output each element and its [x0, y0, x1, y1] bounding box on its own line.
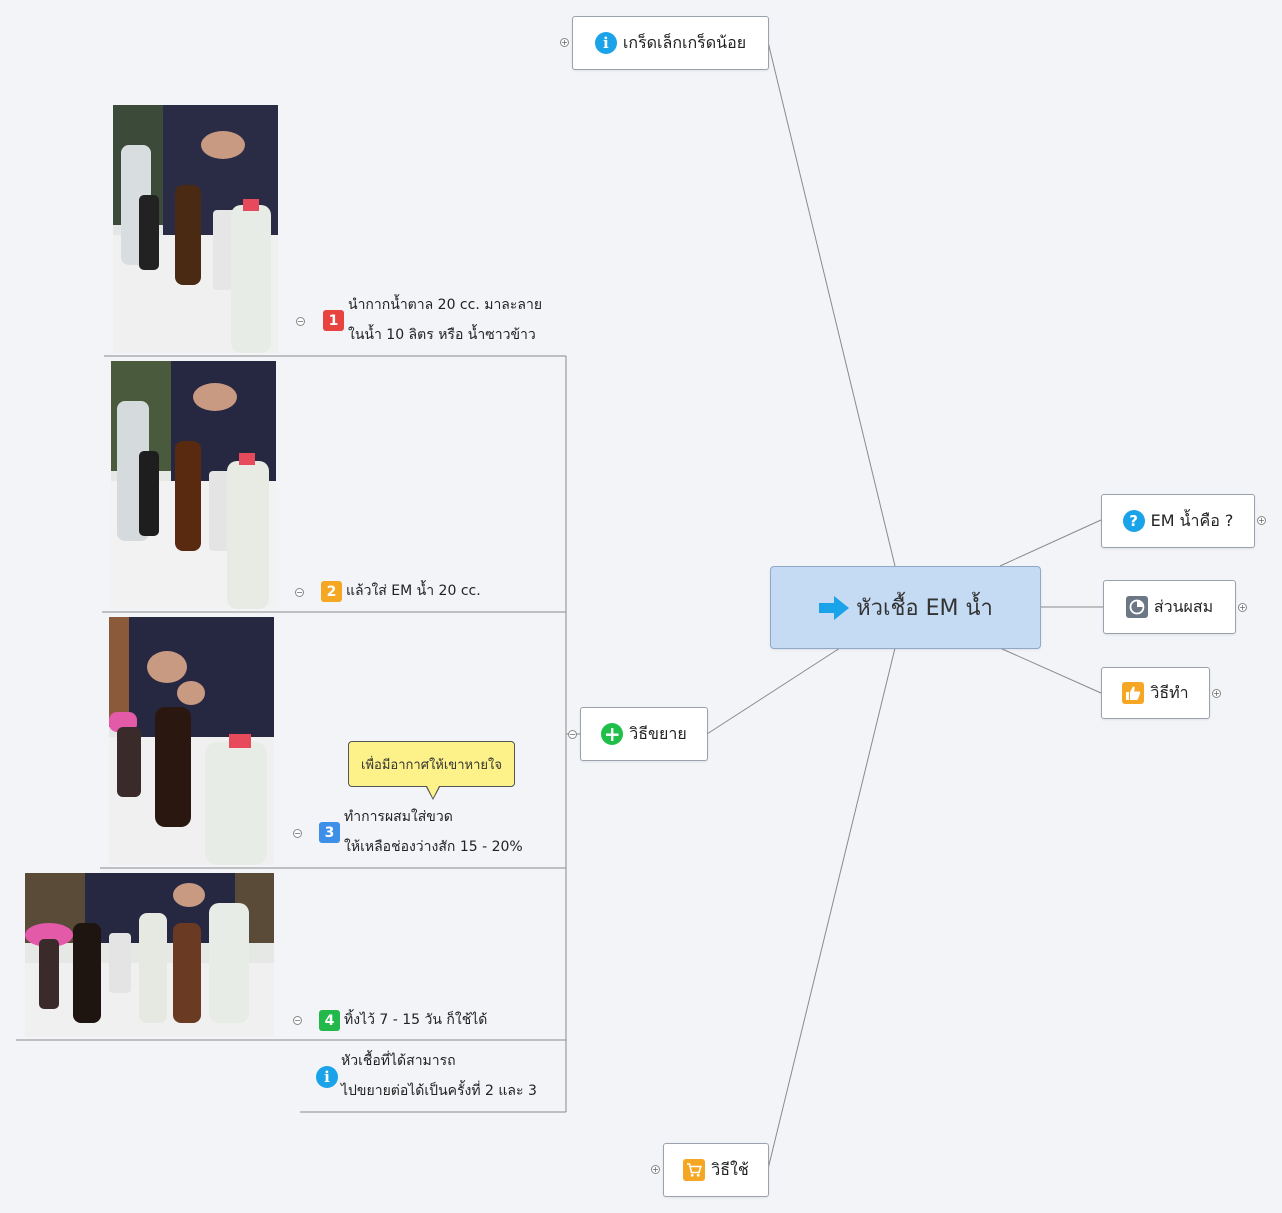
note-text: หัวเชื้อที่ได้สามารถ ไปขยายต่อได้เป็นครั… — [341, 1046, 537, 1106]
step-4-photo — [25, 873, 274, 1037]
branch-what-is-label: EM น้ำคือ ? — [1150, 510, 1234, 530]
collapse-toggle-step-1[interactable]: − — [296, 317, 305, 326]
connector-tips — [767, 41, 896, 567]
step-2-text: แล้วใส่ EM น้ำ 20 cc. — [346, 576, 481, 606]
step-2-number-badge: 2 — [321, 581, 342, 602]
branch-tips[interactable]: i เกร็ดเล็กเกร็ดน้อย — [572, 16, 769, 70]
expand-toggle-tips[interactable]: + — [560, 38, 569, 47]
branch-how-to-use-label: วิธีใช้ — [711, 1159, 749, 1179]
connector-how-to-expand — [706, 647, 841, 735]
step-1-number-badge: 1 — [323, 310, 344, 331]
expand-toggle-ingredients[interactable]: + — [1238, 603, 1247, 612]
step-3-text: ทำการผสมใส่ขวด ให้เหลือช่องว่างสัก 15 - … — [344, 802, 523, 862]
collapse-toggle-step-2[interactable]: − — [295, 588, 304, 597]
step-4-text: ทิ้งไว้ 7 - 15 วัน ก็ใช้ได้ — [344, 1005, 487, 1035]
note-line-1: หัวเชื้อที่ได้สามารถ — [341, 1053, 456, 1069]
branch-how-to-make-label: วิธีทำ — [1150, 682, 1189, 702]
expand-toggle-how-to-use[interactable]: + — [651, 1165, 660, 1174]
connector-what-is — [999, 519, 1102, 567]
callout-note: เพื่อมีอากาศให้เขาหายใจ — [348, 741, 515, 800]
question-icon: ? — [1122, 510, 1145, 532]
pie-chart-icon — [1125, 596, 1148, 618]
step-3-number-badge: 3 — [319, 822, 340, 843]
step-3-line-1: ทำการผสมใส่ขวด — [344, 809, 453, 825]
central-topic[interactable]: หัวเชื้อ EM น้ำ — [770, 566, 1041, 649]
step-4-line-1: ทิ้งไว้ 7 - 15 วัน ก็ใช้ได้ — [344, 1012, 488, 1028]
arrow-right-icon — [819, 595, 850, 620]
expand-toggle-how-to-make[interactable]: + — [1212, 689, 1221, 698]
connector-how-to-use — [767, 647, 896, 1170]
info-icon: i — [594, 32, 617, 54]
branch-how-to-expand[interactable]: + วิธีขยาย — [580, 707, 708, 761]
branch-ingredients-label: ส่วนผสม — [1153, 596, 1214, 616]
plus-circle-icon: + — [601, 723, 624, 745]
step-1-line-1: นำกากน้ำตาล 20 cc. มาละลาย — [348, 297, 543, 313]
note-line-2: ไปขยายต่อได้เป็นครั้งที่ 2 และ 3 — [341, 1083, 537, 1099]
branch-how-to-use[interactable]: วิธีใช้ — [663, 1143, 769, 1197]
expand-toggle-what-is[interactable]: + — [1257, 516, 1266, 525]
collapse-toggle-how-to-expand[interactable]: − — [568, 730, 577, 739]
connector-how-to-make — [999, 647, 1102, 694]
central-topic-label: หัวเชื้อ EM น้ำ — [856, 596, 993, 621]
branch-ingredients[interactable]: ส่วนผสม — [1103, 580, 1236, 634]
step-1-photo — [113, 105, 278, 353]
step-1-line-2: ในน้ำ 10 ลิตร หรือ น้ำซาวข้าว — [348, 327, 536, 343]
collapse-toggle-step-4[interactable]: − — [293, 1016, 302, 1025]
branch-how-to-expand-label: วิธีขยาย — [629, 723, 687, 743]
info-icon: i — [316, 1066, 338, 1088]
step-1-text: นำกากน้ำตาล 20 cc. มาละลาย ในน้ำ 10 ลิตร… — [348, 290, 542, 350]
branch-how-to-make[interactable]: วิธีทำ — [1101, 667, 1210, 719]
step-2-line-1: แล้วใส่ EM น้ำ 20 cc. — [346, 583, 481, 599]
thumbs-up-icon — [1122, 682, 1145, 704]
step-3-photo — [109, 617, 274, 865]
branch-tips-label: เกร็ดเล็กเกร็ดน้อย — [622, 32, 747, 52]
step-3-line-2: ให้เหลือช่องว่างสัก 15 - 20% — [344, 839, 523, 855]
step-4-number-badge: 4 — [319, 1010, 340, 1031]
step-2-photo — [111, 361, 276, 609]
collapse-toggle-step-3[interactable]: − — [293, 829, 302, 838]
branch-what-is[interactable]: ? EM น้ำคือ ? — [1101, 494, 1255, 548]
cart-icon — [683, 1159, 706, 1181]
